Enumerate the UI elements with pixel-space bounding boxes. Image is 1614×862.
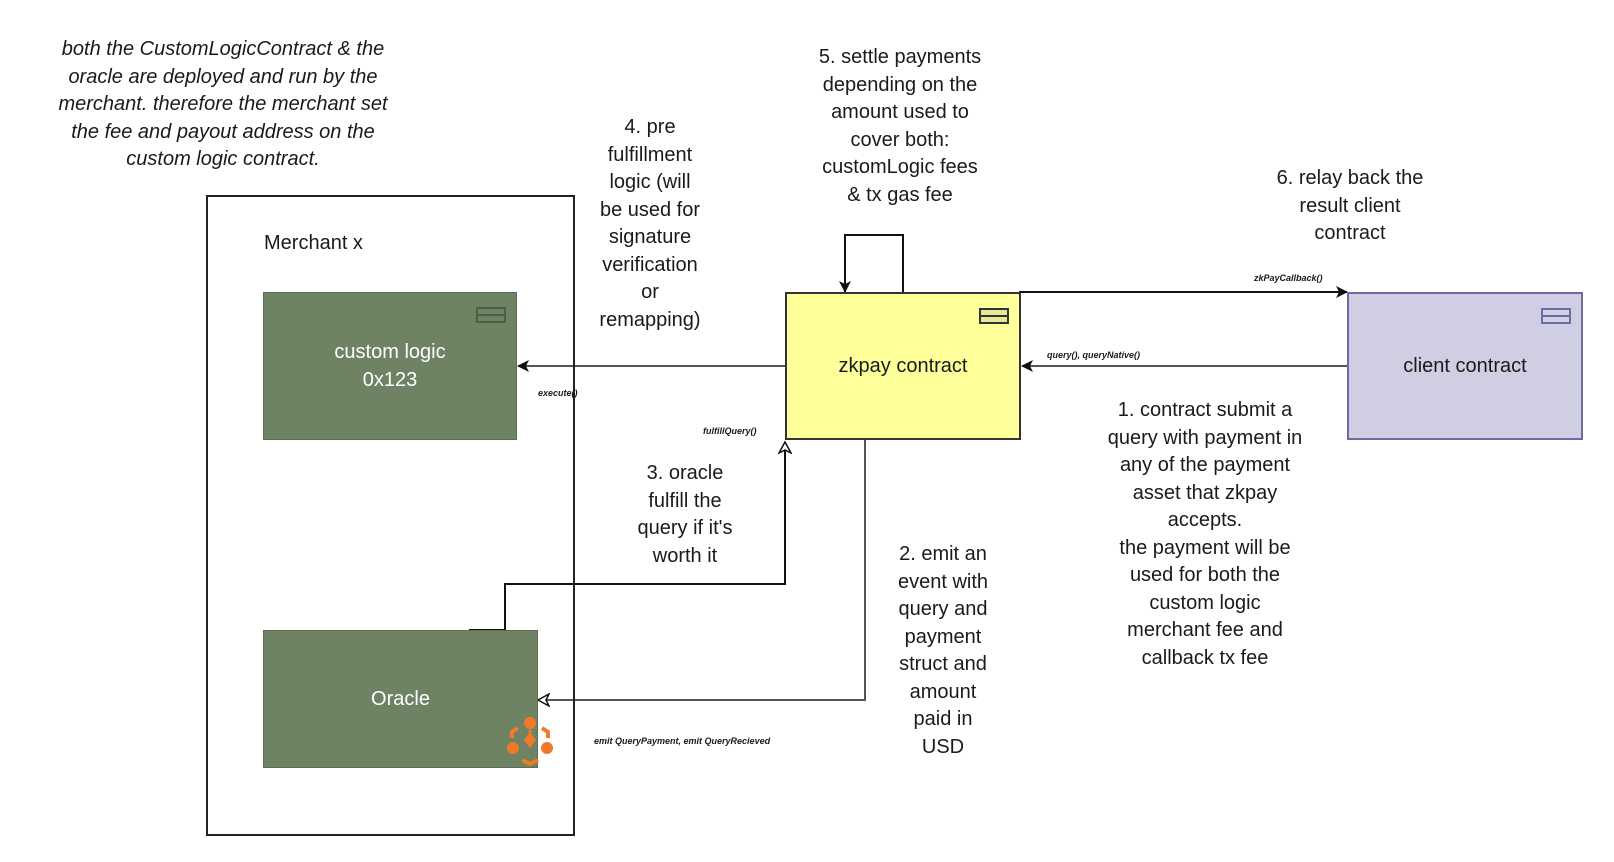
- edge-label-execute: execute(): [538, 388, 578, 398]
- zkpay-contract-label: zkpay contract: [838, 355, 968, 377]
- custom-logic-label: custom logic 0x123: [334, 341, 446, 391]
- merchant-container: [206, 195, 575, 836]
- oracle-hexagon-icon: [507, 717, 553, 766]
- merchant-container-title: Merchant x: [264, 232, 363, 254]
- edge-settle-self-loop: [839, 234, 904, 294]
- step-1-note: 1. contract submit a query with payment …: [1107, 399, 1303, 669]
- component-icon: [476, 307, 506, 323]
- edge-label-fulfill-query: fulfillQuery(): [703, 426, 757, 436]
- step-5-note: 5. settle payments depending on the amou…: [818, 46, 982, 206]
- step-3-note: 3. oracle fulfill the query if it's wort…: [637, 462, 733, 567]
- zkpay-contract-node[interactable]: zkpay contract: [785, 292, 1021, 440]
- edge-emit-events: [538, 440, 866, 700]
- oracle-label: Oracle: [371, 688, 430, 710]
- client-contract-label: client contract: [1403, 355, 1527, 377]
- step-4-note: 4. pre fulfillment logic (will be used f…: [599, 116, 701, 331]
- client-contract-node[interactable]: client contract: [1347, 292, 1583, 440]
- component-icon: [1541, 308, 1571, 324]
- step-6-note: 6. relay back the result client contract: [1276, 167, 1424, 244]
- custom-logic-node[interactable]: custom logic 0x123: [263, 292, 517, 440]
- step-2-note: 2. emit an event with query and payment …: [897, 543, 989, 758]
- edge-label-zkpay-callback: zkPayCallback(): [1254, 273, 1323, 283]
- component-icon: [979, 308, 1009, 324]
- merchant-deployment-note: both the CustomLogicContract & the oracl…: [58, 38, 388, 170]
- edge-label-query: query(), queryNative(): [1047, 350, 1141, 360]
- edge-label-emit-events: emit QueryPayment, emit QueryRecieved: [594, 736, 771, 746]
- oracle-node[interactable]: Oracle: [263, 630, 538, 768]
